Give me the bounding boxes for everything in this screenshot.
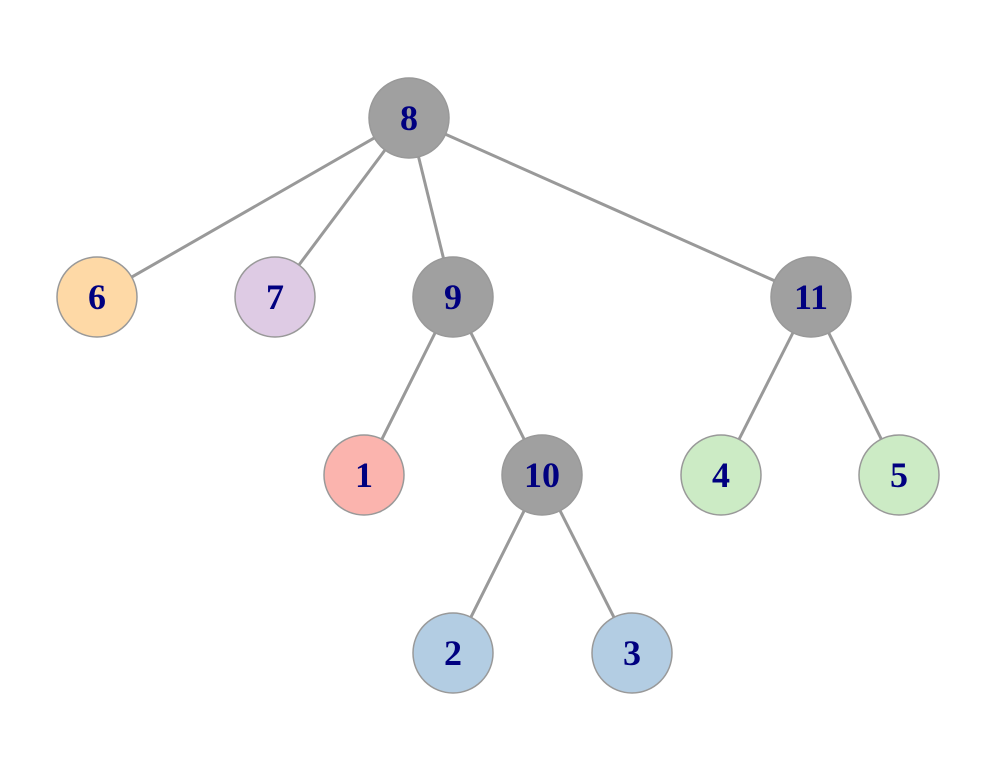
edge-8-11 [408, 116, 812, 299]
node-circle-9 [412, 256, 494, 338]
node-label-9: 9 [444, 277, 462, 317]
node-1: 1 [323, 434, 405, 516]
node-circle-1 [323, 434, 405, 516]
node-circle-7 [234, 256, 316, 338]
node-label-8: 8 [400, 98, 418, 138]
node-4: 4 [680, 434, 762, 516]
node-label-11: 11 [794, 277, 828, 317]
node-11: 11 [770, 256, 852, 338]
node-3: 3 [591, 612, 673, 694]
node-9: 9 [412, 256, 494, 338]
node-circle-4 [680, 434, 762, 516]
node-circle-11 [770, 256, 852, 338]
node-2: 2 [412, 612, 494, 694]
node-label-6: 6 [88, 277, 106, 317]
node-circle-5 [858, 434, 940, 516]
node-label-4: 4 [712, 455, 730, 495]
node-label-2: 2 [444, 633, 462, 673]
node-label-5: 5 [890, 455, 908, 495]
node-7: 7 [234, 256, 316, 338]
node-8: 8 [368, 77, 450, 159]
node-5: 5 [858, 434, 940, 516]
node-circle-8 [368, 77, 450, 159]
edge-8-6 [96, 116, 410, 299]
node-circle-10 [501, 434, 583, 516]
node-circle-3 [591, 612, 673, 694]
node-label-10: 10 [524, 455, 560, 495]
node-6: 6 [56, 256, 138, 338]
node-circle-2 [412, 612, 494, 694]
node-label-1: 1 [355, 455, 373, 495]
node-label-7: 7 [266, 277, 284, 317]
node-10: 10 [501, 434, 583, 516]
edges-layer [96, 116, 901, 654]
node-label-3: 3 [623, 633, 641, 673]
node-circle-6 [56, 256, 138, 338]
